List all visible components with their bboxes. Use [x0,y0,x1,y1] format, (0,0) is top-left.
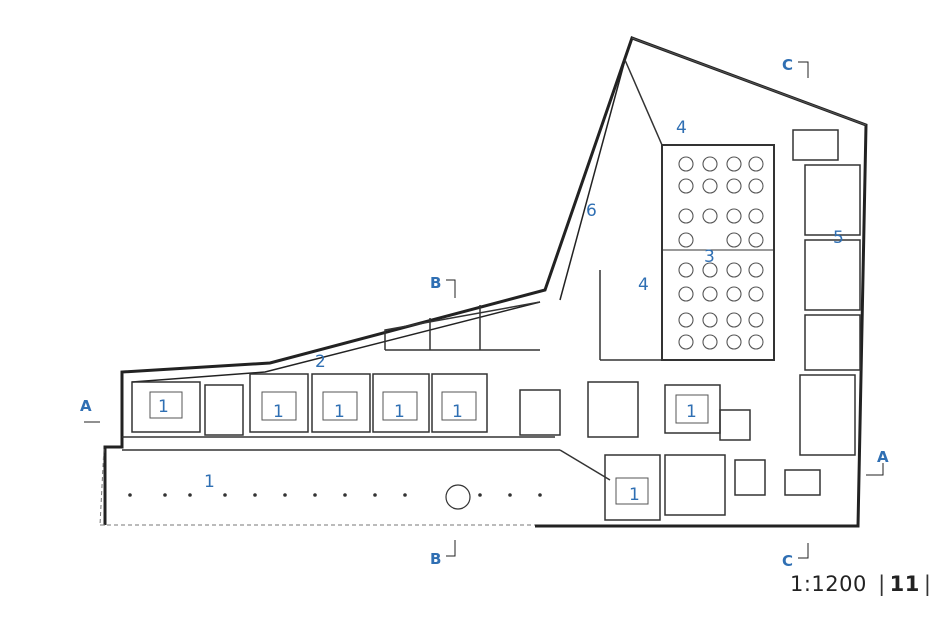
svg-text:A: A [877,448,889,466]
room-number: 1 [334,402,345,422]
room-number: 1 [158,397,169,417]
room-number: 6 [586,201,597,221]
svg-text:B: B [430,274,441,292]
building-outline [103,36,868,528]
room-number: 1 [452,402,463,422]
room-number: 3 [704,247,715,267]
room-number: 1 [273,402,284,422]
scale-and-page: 1:1200 |11| [790,572,935,596]
divider: | [878,572,886,596]
meeting-tables [149,391,709,505]
section-marker-c-bottom: C [782,543,809,570]
scale-label: 1:1200 [790,572,867,596]
room-number: 1 [204,472,215,492]
round-fixture [445,484,471,510]
page-number: 11 [889,572,920,596]
room-number: 1 [394,402,405,422]
section-marker-a-right: A [866,448,889,476]
room-number: 4 [676,118,687,138]
section-marker-b-bottom: B [430,540,456,568]
room-number: 5 [833,228,844,248]
terrace-outline [99,446,535,526]
interior-walls [122,59,861,521]
svg-text:C: C [782,552,793,570]
room-number: 4 [638,275,649,295]
section-marker-b-top: B [430,274,456,298]
corridor-fixtures [128,493,542,497]
svg-text:A: A [80,397,92,415]
room-number: 1 [629,485,640,505]
banquet-tables [678,156,764,350]
svg-text:C: C [782,56,793,74]
divider: | [923,572,932,596]
section-marker-c-top: C [782,56,809,78]
room-number: 1 [686,402,697,422]
room-number: 2 [315,352,326,372]
svg-text:B: B [430,550,441,568]
section-marker-a-left: A [80,397,100,423]
